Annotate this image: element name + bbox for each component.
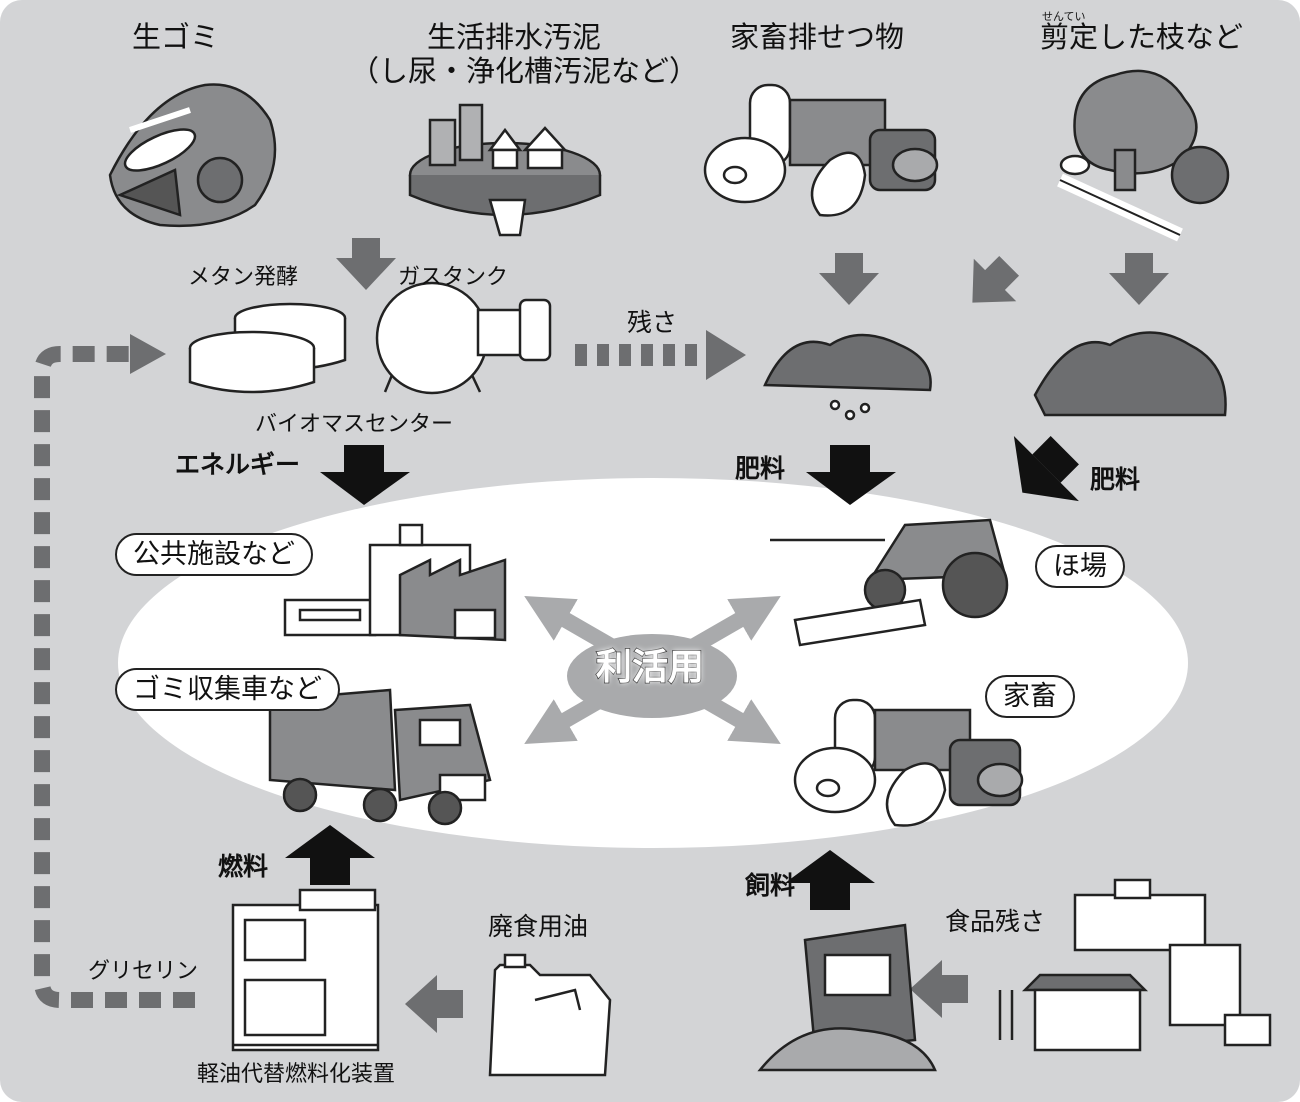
fuel-arrow: [285, 825, 375, 885]
pruned-branches-label: 剪定した枝など: [1040, 20, 1244, 54]
chip-pile-illustration: [1033, 331, 1227, 417]
livestock-manure-label: 家畜排せつ物: [730, 20, 905, 54]
glycerin-loop-arrow: [34, 334, 195, 1008]
pruned-ruby: せんてい: [1042, 10, 1086, 23]
sewage-sludge-label: 生活排水汚泥: [426, 20, 601, 54]
feed-label: 飼料: [745, 871, 796, 900]
methane-label: メタン発酵: [188, 265, 299, 290]
gas-tank-label: ガスタンク: [398, 265, 509, 290]
fuel-label: 燃料: [218, 852, 269, 881]
farmland-pill: ほ場: [1035, 545, 1125, 589]
livestock-mid-illustration: [793, 698, 1024, 827]
methane-tank-illustration: [188, 302, 347, 394]
feed-arrow: [785, 850, 875, 910]
sewage-sludge-sub-label: （し尿・浄化槽汚泥など）: [350, 54, 699, 88]
gray-down-arrow-2: [819, 253, 879, 305]
oil-can-illustration: [488, 953, 612, 1077]
buildings-illustration: [998, 878, 1272, 1052]
fertilizer-label-1: 肥料: [735, 454, 786, 483]
energy-label: エネルギー: [175, 450, 301, 479]
utilization-core: [567, 634, 737, 718]
gray-down-arrow-1: [336, 238, 396, 290]
compost-pile-illustration: [763, 333, 932, 421]
public-facilities-pill: 公共施設など: [115, 533, 313, 577]
garbage-truck-illustration: [268, 688, 492, 826]
residue-label: 残さ: [627, 308, 678, 337]
gray-down-arrow-3: [1109, 253, 1169, 305]
diesel-device-illustration: [231, 888, 380, 1052]
waste-oil-label: 廃食用油: [488, 912, 589, 941]
food-waste-label: 生ゴミ: [132, 20, 220, 54]
livestock-top-illustration: [703, 83, 939, 217]
gray-diag-arrow: [972, 255, 1020, 303]
diesel-device-label: 軽油代替燃料化装置: [197, 1062, 396, 1087]
factory-illustration: [283, 523, 507, 642]
fertilizer-arrow-2: [1013, 436, 1079, 502]
food-waste-illustration: [108, 83, 277, 228]
glycerin-label: グリセリン: [88, 959, 199, 984]
feed-bag-illustration: [757, 923, 937, 1072]
residue-arrow: [575, 330, 746, 380]
biomass-center-label: バイオマスセンター: [255, 412, 454, 437]
gas-tank-illustration: [375, 281, 552, 395]
utilization-label: 利活用: [595, 646, 705, 689]
sewage-illustration: [408, 103, 602, 237]
garbage-trucks-pill: ゴミ収集車など: [115, 668, 340, 712]
pruned-branches-illustration: [1057, 69, 1230, 242]
tractor-illustration: [770, 518, 1009, 647]
fertilizer-label-2: 肥料: [1090, 465, 1141, 494]
oil-to-device-arrow: [405, 975, 463, 1033]
fertilizer-arrow-1: [806, 445, 896, 505]
livestock-pill: 家畜: [985, 675, 1075, 719]
food-residue-label: 食品残さ: [945, 907, 1046, 936]
residue-to-feed-arrow: [910, 960, 968, 1018]
energy-arrow: [320, 445, 410, 505]
